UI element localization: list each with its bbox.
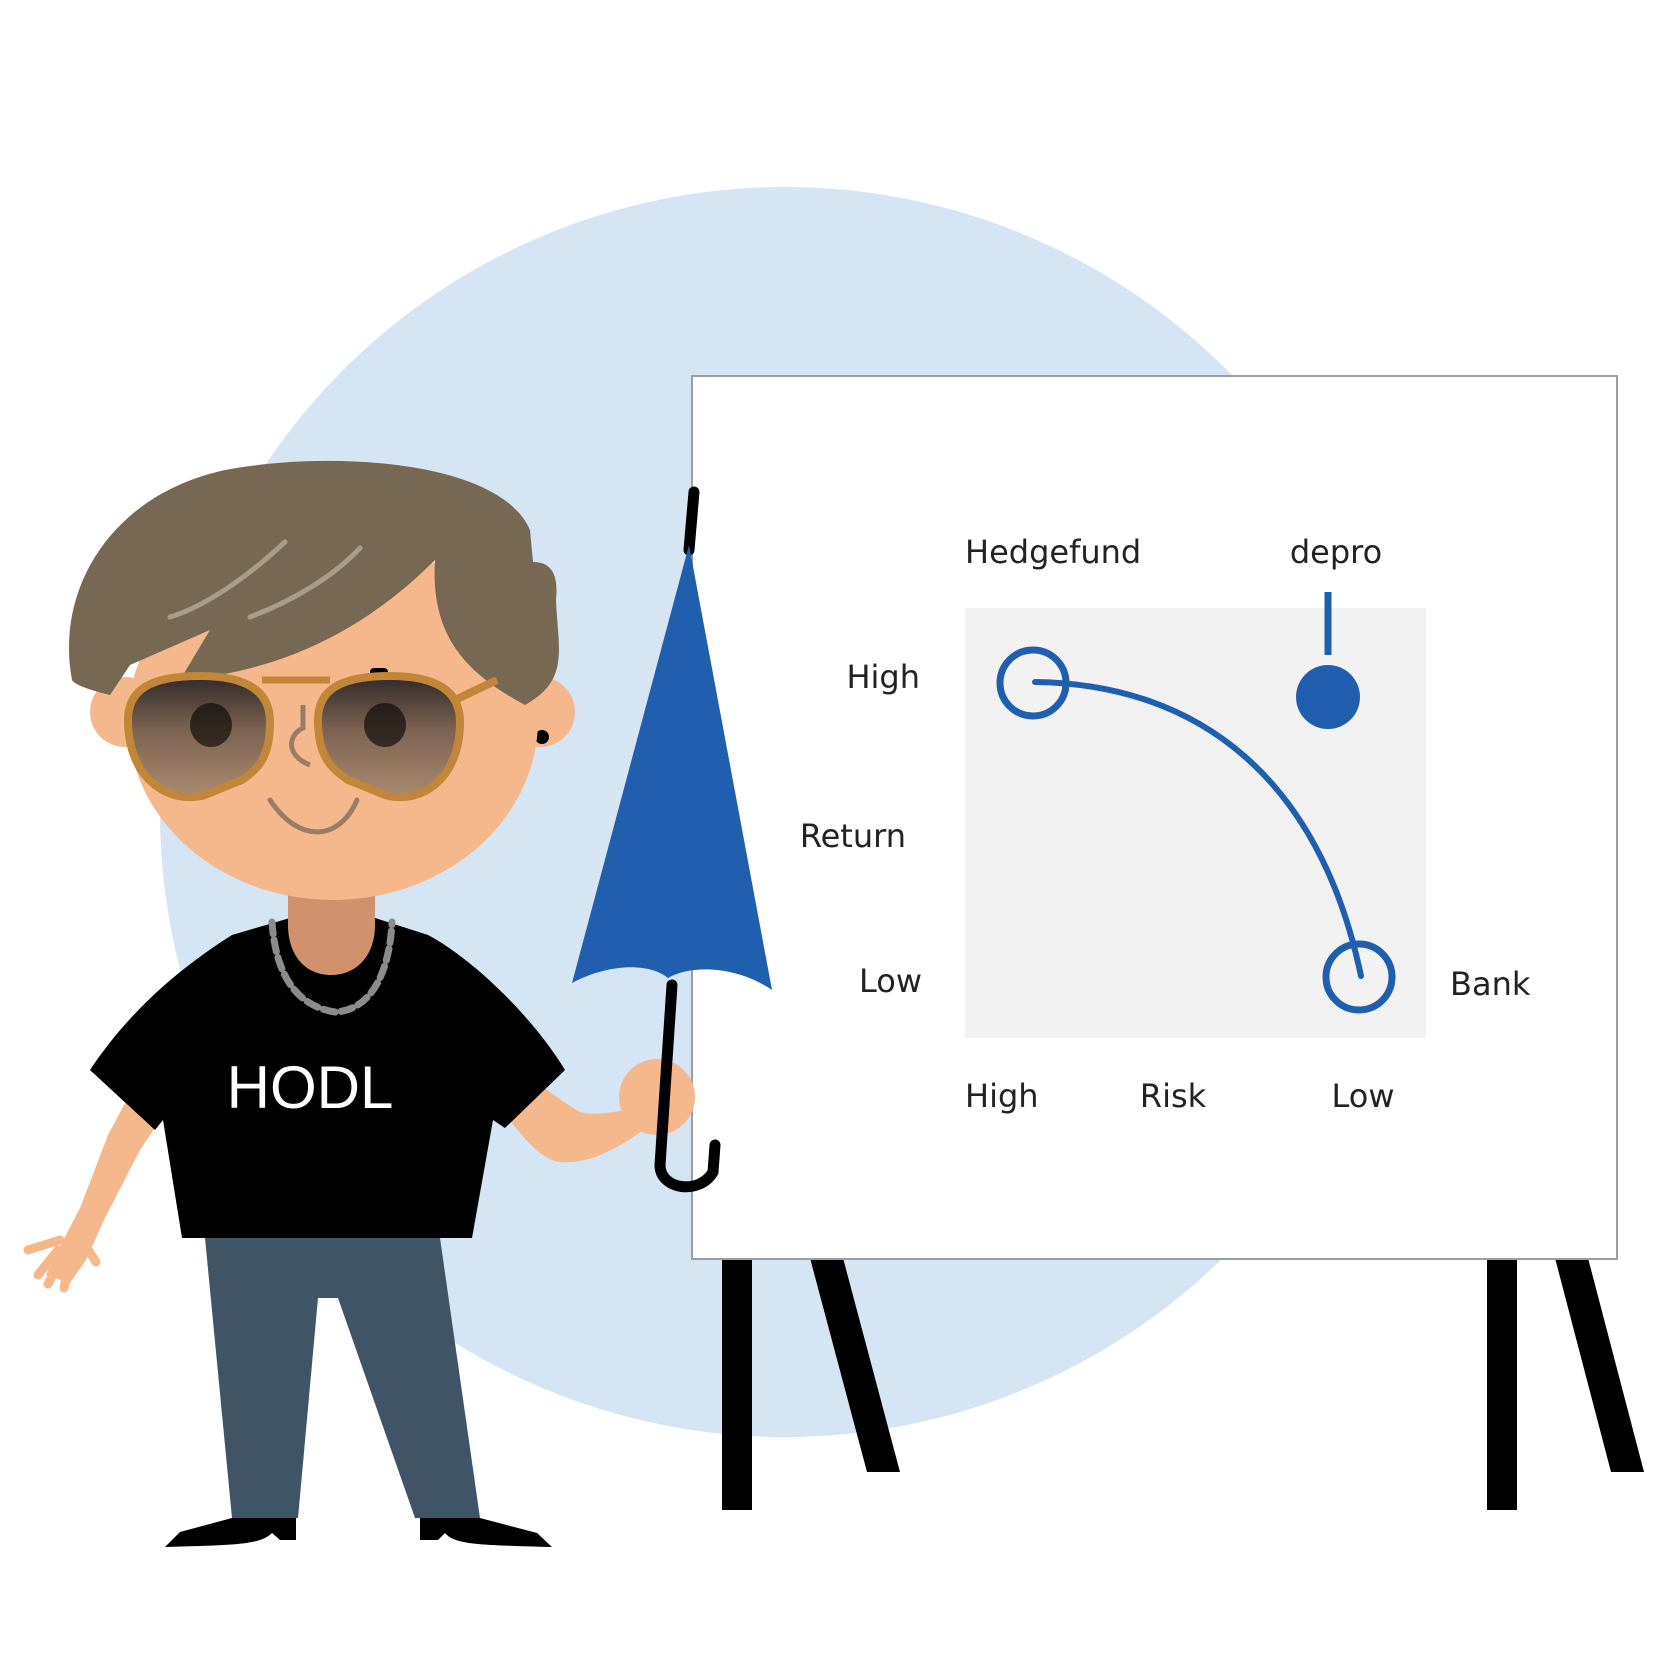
chain-necklace — [268, 918, 396, 1016]
depro-label: depro — [1290, 533, 1382, 571]
pants — [205, 1238, 480, 1518]
easel-legs — [722, 1258, 1644, 1510]
depro-marker — [1296, 665, 1360, 729]
shirt-text: HODL — [227, 1054, 394, 1121]
x-axis-high-label: High — [965, 1077, 1039, 1115]
left-hand — [23, 1235, 101, 1293]
nose — [289, 705, 312, 768]
sunglasses — [123, 668, 499, 802]
right-shoe — [420, 1518, 552, 1547]
risk-return-chart: Hedgefund depro High Return Low Bank Hig… — [800, 533, 1531, 1115]
x-axis-low-label: Low — [1331, 1077, 1394, 1115]
t-shirt — [90, 918, 565, 1238]
tradeoff-curve — [1032, 679, 1364, 979]
hedgefund-marker — [996, 646, 1070, 720]
x-axis-title: Risk — [1140, 1077, 1207, 1115]
umbrella — [572, 486, 772, 1193]
umbrella-handle — [654, 486, 721, 1193]
chart-panel — [965, 608, 1426, 1038]
hair-highlights — [167, 539, 363, 620]
right-hand — [619, 1059, 695, 1135]
y-axis-title: Return — [800, 817, 906, 855]
hedgefund-label: Hedgefund — [965, 533, 1141, 571]
y-axis-high-label: High — [846, 658, 920, 696]
neck — [288, 875, 375, 975]
left-shoe — [165, 1518, 296, 1547]
y-axis-low-label: Low — [859, 962, 922, 1000]
umbrella-canopy — [572, 545, 772, 990]
bank-marker — [1322, 940, 1396, 1014]
smile — [267, 797, 360, 835]
left-arm — [46, 1075, 175, 1283]
bank-label: Bank — [1450, 965, 1531, 1003]
character: HODL — [23, 460, 695, 1547]
earring — [535, 730, 549, 744]
